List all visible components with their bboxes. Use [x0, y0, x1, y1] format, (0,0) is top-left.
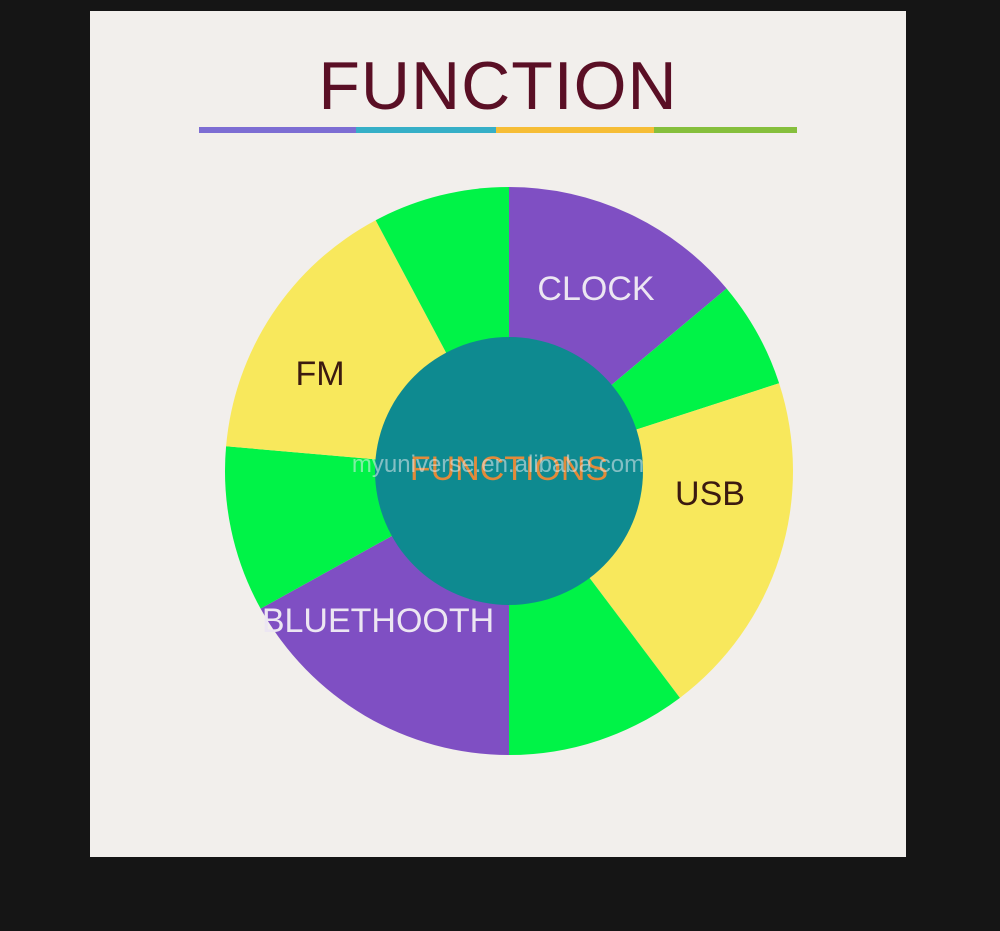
title-underline-segment [496, 127, 654, 133]
center-label: FUNCTIONS [410, 450, 608, 488]
title-underline-segment [199, 127, 356, 133]
segment-label-bluethooth: BLUETHOOTH [262, 602, 494, 640]
segment-label-fm: FM [295, 355, 344, 393]
segment-label-usb: USB [675, 475, 745, 513]
title-underline [199, 127, 797, 133]
title-underline-segment [654, 127, 797, 133]
title-underline-segment [356, 127, 496, 133]
function-wheel-diagram: CLOCK USB BLUETHOOTH FM FUNCTIONS [224, 187, 793, 755]
center-circle [375, 337, 643, 605]
segment-label-clock: CLOCK [537, 270, 654, 308]
page-title: FUNCTION [318, 48, 678, 124]
